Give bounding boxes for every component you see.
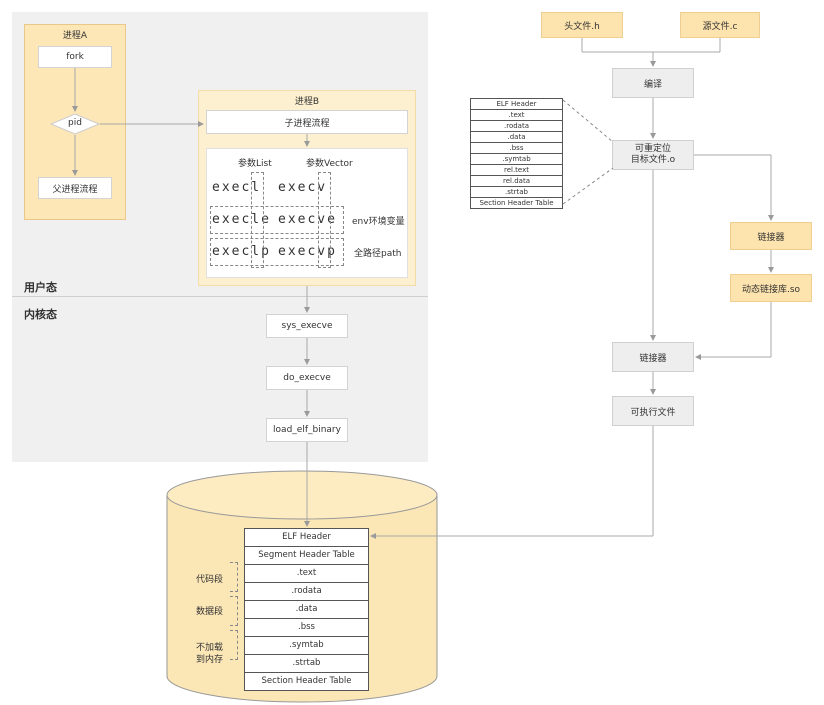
path-row-frame xyxy=(210,238,344,266)
parent-flow-box: 父进程流程 xyxy=(38,177,112,199)
kernel-space-label: 内核态 xyxy=(24,308,57,321)
path-label: 全路径path xyxy=(354,249,402,259)
not-loaded-label-1: 不加载 xyxy=(196,643,224,653)
executable-section-1: Segment Header Table xyxy=(244,546,369,565)
executable-section-8: Section Header Table xyxy=(244,672,369,691)
exec-execvp: execvp xyxy=(278,244,337,259)
not-loaded-brace xyxy=(230,630,238,660)
executable-section-5: .bss xyxy=(244,618,369,637)
executable-section-0: ELF Header xyxy=(244,528,369,547)
source-file-box: 源文件.c xyxy=(680,12,760,38)
data-segment-label: 数据段 xyxy=(196,607,224,617)
not-loaded-label-2: 到内存 xyxy=(196,655,224,665)
executable-section-3: .rodata xyxy=(244,582,369,601)
relocatable-line1: 可重定位 xyxy=(634,144,671,154)
user-kernel-divider xyxy=(12,296,428,297)
exec-variants-panel xyxy=(206,148,408,278)
data-brace xyxy=(230,596,238,626)
header-file-box: 头文件.h xyxy=(541,12,623,38)
shared-library-box: 动态链接库.so xyxy=(730,274,812,302)
sys-execve-box: sys_execve xyxy=(266,314,348,338)
exec-execve: execve xyxy=(278,212,337,227)
linker-box: 链接器 xyxy=(612,342,694,372)
do-execve-box: do_execve xyxy=(266,366,348,390)
exec-execle: execle xyxy=(212,212,271,227)
process-b-title: 进程B xyxy=(294,97,320,107)
list-suffix-frame xyxy=(251,172,264,268)
user-space-label: 用户态 xyxy=(24,281,57,294)
exec-execv: execv xyxy=(278,180,328,195)
pid-decision: pid xyxy=(50,113,100,135)
exec-execl: execl xyxy=(212,180,262,195)
env-label: env环境变量 xyxy=(352,217,405,227)
exec-execlp: execlp xyxy=(212,244,271,259)
param-vector-label: 参数Vector xyxy=(306,159,353,169)
compile-box: 编译 xyxy=(612,68,694,98)
load-elf-binary-box: load_elf_binary xyxy=(266,418,348,442)
env-row-frame xyxy=(210,206,344,234)
process-a-title: 进程A xyxy=(62,31,88,41)
vector-suffix-frame xyxy=(318,172,331,268)
code-segment-label: 代码段 xyxy=(196,575,224,585)
code-brace xyxy=(230,562,238,592)
executable-section-6: .symtab xyxy=(244,636,369,655)
executable-file-box: 可执行文件 xyxy=(612,396,694,426)
relocatable-object-box: 可重定位 目标文件.o xyxy=(612,140,694,170)
child-flow-box: 子进程流程 xyxy=(206,110,408,134)
fork-box: fork xyxy=(38,46,112,68)
relocatable-line2: 目标文件.o xyxy=(630,155,676,165)
param-list-label: 参数List xyxy=(238,159,272,169)
linker-orange-box: 链接器 xyxy=(730,222,812,250)
relocatable-section-9: Section Header Table xyxy=(470,197,563,209)
